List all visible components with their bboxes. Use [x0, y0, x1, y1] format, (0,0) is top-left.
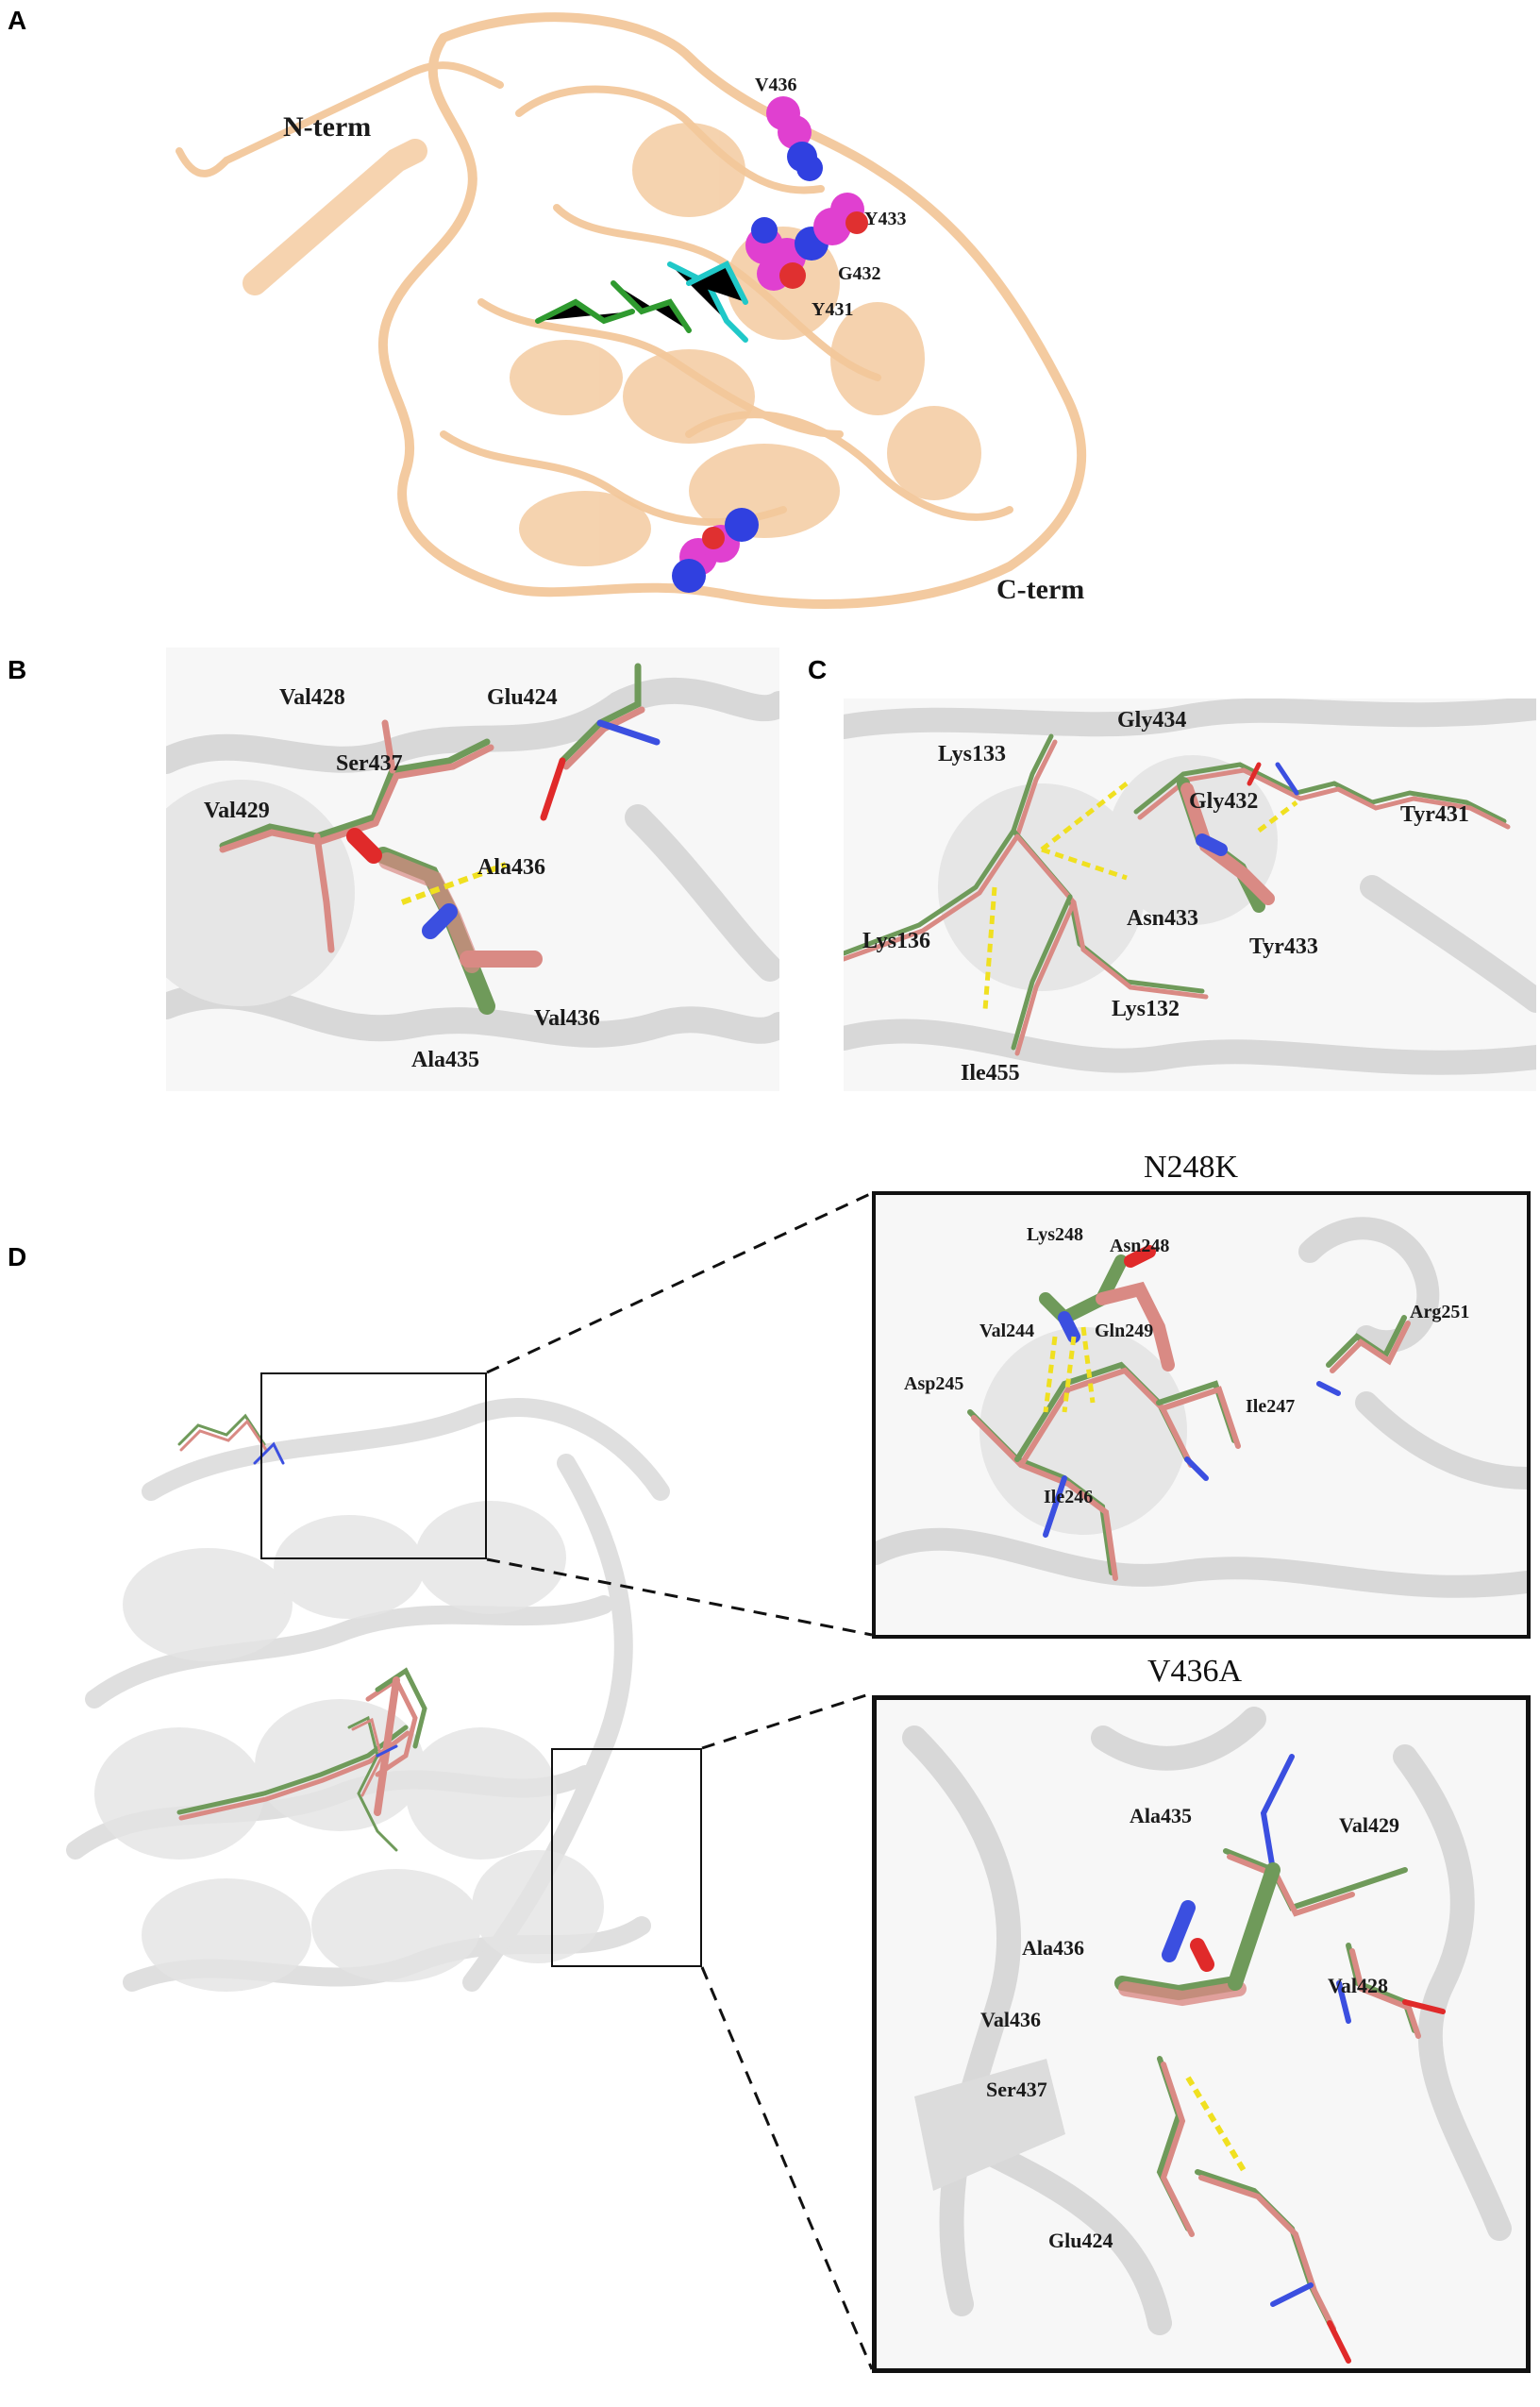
label-val244: Val244: [979, 1321, 1034, 1341]
label-lys136: Lys136: [862, 929, 930, 953]
label-gly434: Gly434: [1117, 708, 1186, 732]
label-v436: V436: [755, 75, 796, 95]
label-g432: G432: [838, 263, 881, 284]
sphere-c-term: [672, 508, 759, 593]
hbonds-c: [982, 782, 1298, 1011]
cartoon-background: [166, 677, 779, 1048]
inset-bottom-v436a: Ala435 Val429 Ala436 Val436 Val428 Ser43…: [872, 1695, 1531, 2373]
hbond-b: [400, 862, 508, 905]
label-glu424-d: Glu424: [1048, 2229, 1113, 2252]
label-n-term: N-term: [283, 111, 371, 143]
cartoon-background-c: [844, 699, 1536, 1075]
residue-sticks-c: [844, 733, 1511, 1056]
inset-top-hbonds: [1043, 1326, 1096, 1413]
panel-c-svg: Gly434 Lys133 Gly432 Tyr431 Lys136 Asn43…: [844, 699, 1536, 1086]
protein-helices: [510, 123, 981, 566]
label-ala436-d: Ala436: [1022, 1936, 1084, 1960]
inset-top-mutant-site: [1039, 1245, 1175, 1372]
panel-b-svg: Val428 Glu424 Ser437 Val429 Ala436 Val43…: [166, 663, 779, 1072]
panel-c-structure: Gly434 Lys133 Gly432 Tyr431 Lys136 Asn43…: [844, 699, 1536, 1091]
label-asp245: Asp245: [904, 1373, 963, 1394]
sphere-v436: [766, 96, 823, 181]
label-gln249: Gln249: [1095, 1321, 1153, 1341]
label-ile247: Ile247: [1246, 1396, 1295, 1417]
label-ser437: Ser437: [336, 751, 403, 776]
panel-letter-b: B: [8, 655, 27, 684]
zoom-box-right: [551, 1748, 702, 1967]
panel-a-svg: N-term C-term V436 Y433 G432 Y431: [176, 12, 1086, 609]
label-ala435: Ala435: [411, 1048, 479, 1072]
label-y433: Y433: [864, 209, 906, 229]
inset-bottom-sticks: [1156, 1754, 1446, 2364]
label-ala436: Ala436: [477, 855, 545, 880]
tyr433-site-c: [1177, 777, 1275, 913]
label-ile246: Ile246: [1044, 1487, 1093, 1507]
panel-letter-a: A: [8, 6, 27, 35]
inset-top-svg: Lys248 Asn248 Val244 Gln249 Arg251 Asp24…: [876, 1217, 1527, 1598]
label-val428: Val428: [279, 685, 345, 710]
inset-bottom-hbond: [1185, 2076, 1247, 2174]
label-gly432: Gly432: [1189, 789, 1258, 814]
label-asn433: Asn433: [1127, 906, 1198, 931]
label-glu424: Glu424: [487, 685, 558, 710]
inset-bottom-mutant-site: [1114, 1862, 1281, 2007]
label-val428-d: Val428: [1328, 1974, 1388, 1997]
label-asn248: Asn248: [1110, 1236, 1169, 1256]
residue-sticks: [219, 663, 661, 953]
helix-c-1: [938, 783, 1146, 991]
label-val429: Val429: [204, 799, 270, 823]
label-arg251: Arg251: [1410, 1302, 1469, 1322]
label-tyr431: Tyr431: [1400, 802, 1469, 827]
label-lys133: Lys133: [938, 742, 1006, 766]
inset-bottom-svg: Ala435 Val429 Ala436 Val436 Val428 Ser43…: [902, 1707, 1512, 2364]
label-val429-d: Val429: [1339, 1813, 1399, 1837]
inset-top-title: N248K: [1144, 1150, 1239, 1185]
label-y431: Y431: [812, 299, 853, 320]
inset-bottom-title: V436A: [1147, 1654, 1243, 1689]
label-tyr433: Tyr433: [1249, 934, 1318, 959]
zoom-box-top: [260, 1372, 487, 1559]
overview-box-right-sticks: [347, 1715, 398, 1852]
ligand-sticks: [535, 260, 748, 343]
inset-top-cartoon: [876, 1217, 1527, 1598]
panel-a-structure: N-term C-term V436 Y433 G432 Y431: [160, 0, 1161, 623]
label-ile455: Ile455: [961, 1061, 1020, 1086]
label-val436: Val436: [534, 1006, 600, 1031]
label-ala435-d: Ala435: [1130, 1804, 1192, 1827]
mutant-site-sticks: [346, 828, 543, 1015]
sphere-y433-g432: [745, 193, 868, 291]
panel-d-overview: [38, 1321, 830, 2114]
label-ser437-d: Ser437: [986, 2078, 1047, 2101]
label-lys132: Lys132: [1112, 997, 1180, 1021]
inset-top-sticks: [967, 1315, 1411, 1581]
label-c-term: C-term: [996, 574, 1084, 605]
inset-top-n248k: Lys248 Asn248 Val244 Gln249 Arg251 Asp24…: [872, 1191, 1531, 1639]
panel-d-overview-svg: [66, 1398, 670, 1992]
panel-letter-c: C: [808, 655, 828, 684]
panel-b-structure: Val428 Glu424 Ser437 Val429 Ala436 Val43…: [166, 648, 779, 1091]
label-lys248: Lys248: [1027, 1224, 1083, 1245]
inset-bottom-cartoon: [902, 1707, 1512, 2335]
panel-letter-d: D: [8, 1242, 27, 1271]
inset-bottom-sheet: [914, 2059, 1065, 2191]
label-val436-d: Val436: [980, 2008, 1041, 2031]
